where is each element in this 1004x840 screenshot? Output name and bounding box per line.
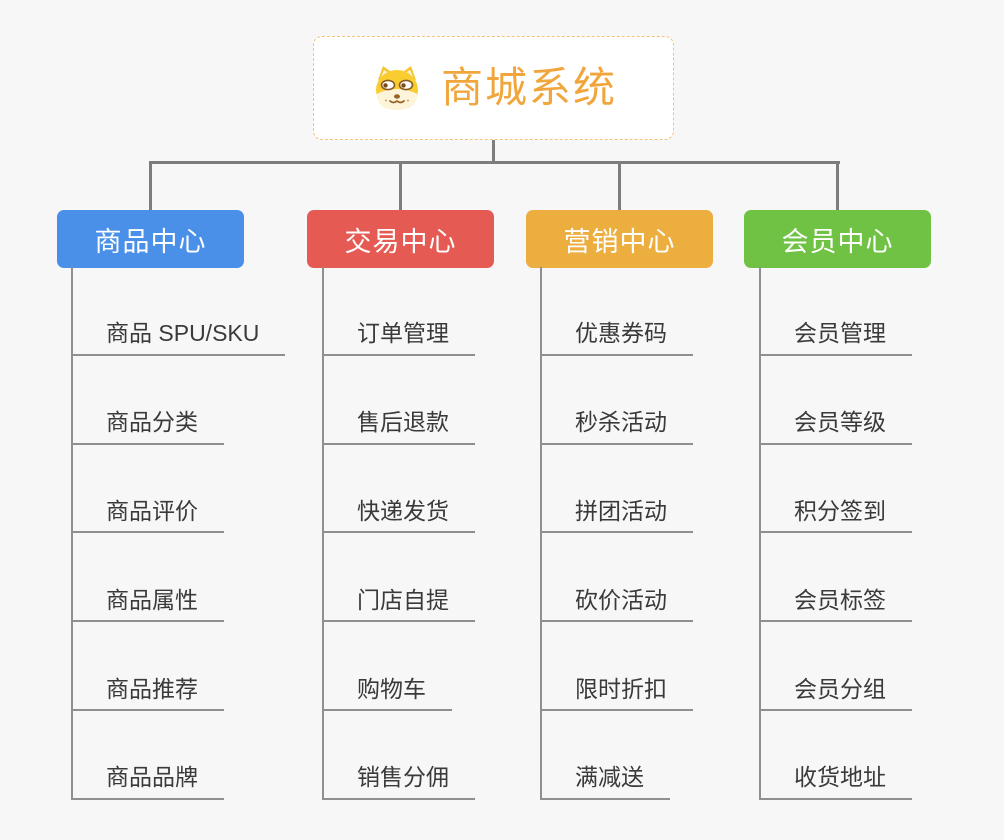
branch-node-marketing-center[interactable]: 营销中心	[526, 210, 713, 268]
topic-item[interactable]: 优惠券码	[542, 320, 693, 356]
topic-row: 拼团活动	[542, 445, 693, 534]
topic-row: 砍价活动	[542, 533, 693, 623]
connector-bus	[149, 161, 840, 164]
topic-item[interactable]: 限时折扣	[542, 676, 693, 711]
topic-row: 售后退款	[324, 356, 475, 445]
connector-drop	[836, 162, 839, 210]
topic-item[interactable]: 会员分组	[761, 676, 912, 711]
topic-row: 满减送	[542, 711, 693, 800]
topic-column-marketing: 优惠券码 秒杀活动 拼团活动 砍价活动 限时折扣 满减送	[540, 267, 693, 800]
topic-row: 会员标签	[761, 533, 912, 623]
topic-item[interactable]: 商品品牌	[73, 764, 224, 800]
topic-item[interactable]: 商品属性	[73, 587, 224, 623]
topic-item[interactable]: 会员管理	[761, 320, 912, 356]
branch-label: 商品中心	[94, 226, 207, 257]
topic-item[interactable]: 门店自提	[324, 587, 475, 623]
topic-item[interactable]: 快递发货	[324, 498, 475, 534]
topic-row: 商品品牌	[73, 711, 285, 800]
topic-row: 商品推荐	[73, 622, 285, 711]
topic-row: 购物车	[324, 622, 475, 711]
topic-item[interactable]: 会员标签	[761, 587, 912, 623]
topic-column-trade: 订单管理 售后退款 快递发货 门店自提 购物车 销售分佣	[322, 267, 475, 800]
connector-drop	[149, 162, 152, 210]
topic-item[interactable]: 商品推荐	[73, 676, 224, 711]
topic-row: 商品评价	[73, 445, 285, 534]
topic-row: 秒杀活动	[542, 356, 693, 445]
topic-item[interactable]: 拼团活动	[542, 498, 693, 534]
root-title: 商城系统	[440, 64, 617, 111]
topic-item[interactable]: 收货地址	[761, 764, 912, 800]
topic-item[interactable]: 销售分佣	[324, 764, 475, 800]
connector-drop	[399, 162, 402, 210]
topic-item[interactable]: 满减送	[542, 764, 670, 800]
topic-item[interactable]: 订单管理	[324, 320, 475, 356]
branch-label: 会员中心	[781, 226, 894, 257]
topic-row: 商品分类	[73, 356, 285, 445]
topic-row: 会员管理	[761, 267, 912, 356]
topic-item[interactable]: 商品评价	[73, 498, 224, 534]
connector-drop	[618, 162, 621, 210]
topic-row: 门店自提	[324, 533, 475, 623]
branch-node-member-center[interactable]: 会员中心	[744, 210, 931, 268]
topic-row: 订单管理	[324, 267, 475, 356]
topic-item[interactable]: 售后退款	[324, 409, 475, 445]
topic-row: 会员分组	[761, 622, 912, 711]
topic-item[interactable]: 商品分类	[73, 409, 224, 445]
branch-label: 营销中心	[563, 226, 676, 257]
branch-node-product-center[interactable]: 商品中心	[57, 210, 244, 268]
branch-label: 交易中心	[344, 226, 457, 257]
topic-row: 快递发货	[324, 445, 475, 534]
topic-row: 会员等级	[761, 356, 912, 445]
topic-row: 收货地址	[761, 711, 912, 800]
topic-item[interactable]: 购物车	[324, 676, 452, 711]
dog-face-icon	[375, 66, 418, 110]
topic-row: 优惠券码	[542, 267, 693, 356]
topic-row: 商品属性	[73, 533, 285, 623]
topic-item[interactable]: 砍价活动	[542, 587, 693, 623]
root-node[interactable]: 商城系统	[313, 36, 674, 140]
topic-item[interactable]: 商品 SPU/SKU	[73, 320, 286, 356]
topic-row: 商品 SPU/SKU	[73, 267, 286, 356]
connector-root-stub	[492, 140, 495, 163]
branch-node-trade-center[interactable]: 交易中心	[307, 210, 494, 268]
topic-row: 销售分佣	[324, 711, 475, 800]
topic-column-product: 商品 SPU/SKU 商品分类 商品评价 商品属性 商品推荐 商品品牌	[71, 267, 286, 800]
topic-item[interactable]: 秒杀活动	[542, 409, 693, 445]
topic-row: 限时折扣	[542, 622, 693, 711]
topic-row: 积分签到	[761, 445, 912, 534]
topic-column-member: 会员管理 会员等级 积分签到 会员标签 会员分组 收货地址	[759, 267, 912, 800]
topic-item[interactable]: 积分签到	[761, 498, 912, 534]
topic-item[interactable]: 会员等级	[761, 409, 912, 445]
